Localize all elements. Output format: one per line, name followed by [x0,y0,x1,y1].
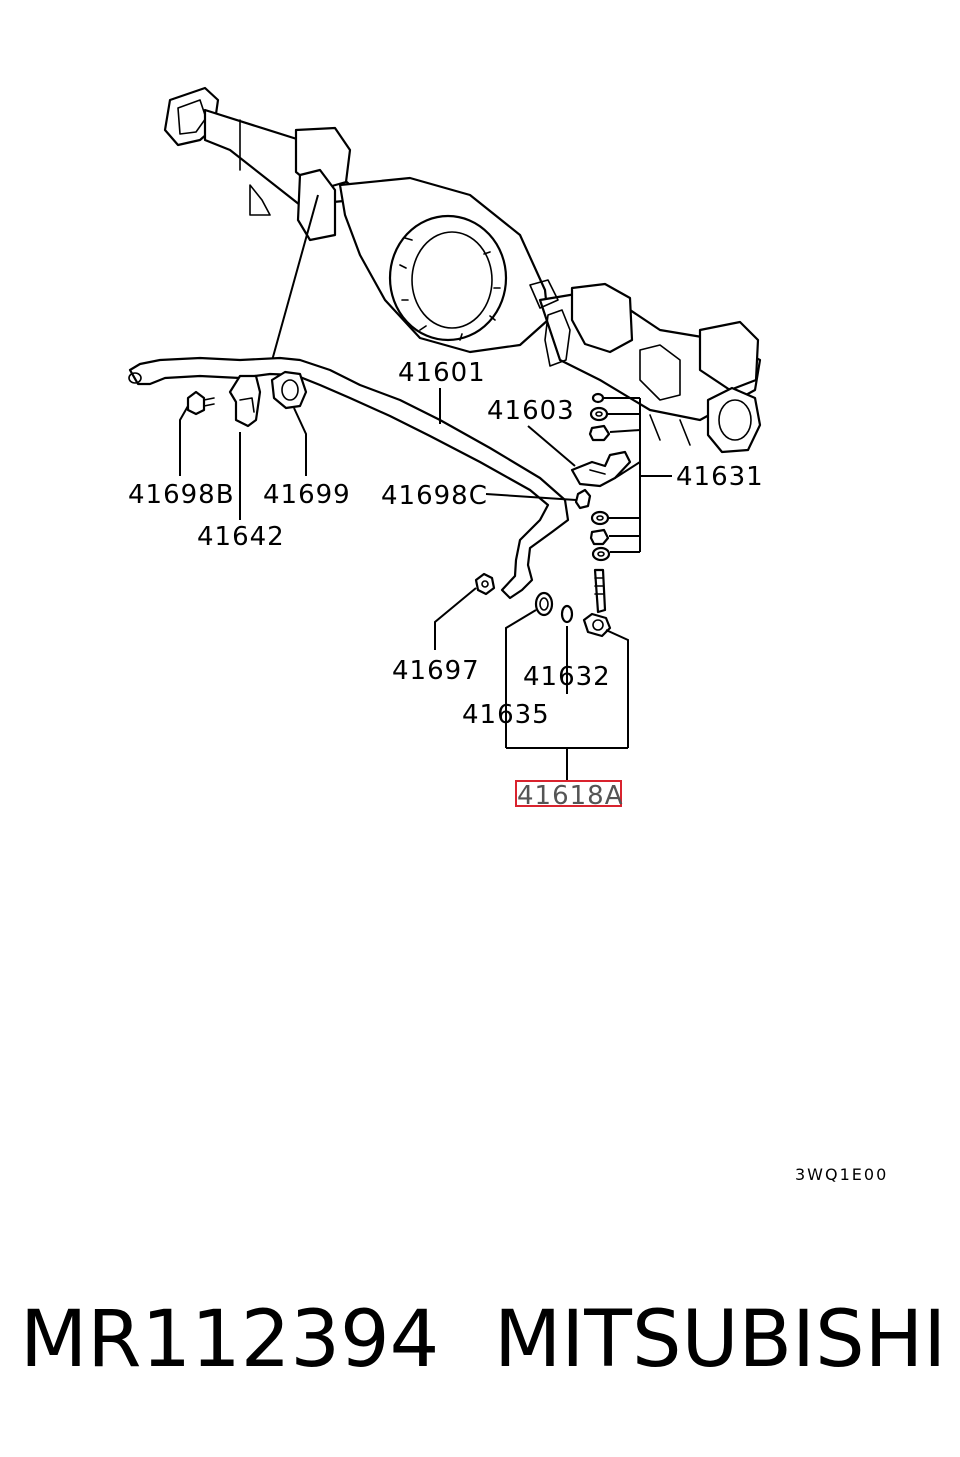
footer-part-number: MR112394 [20,1295,439,1385]
bracket-leader-line [267,194,319,376]
axle-housing-drawing [163,86,762,454]
callout-41697: 41697 [392,656,480,686]
callout-41642: 41642 [197,522,285,552]
nut-41697-drawing [474,572,496,596]
bolt-41698C-drawing [574,488,592,510]
callout-41632: 41632 [523,662,611,692]
bracket-41642-drawing [228,374,262,428]
callout-41603: 41603 [487,396,575,426]
ring-41632-drawing [560,604,574,624]
callout-41631: 41631 [676,462,764,492]
drawing-code: 3WQ1E00 [795,1165,888,1184]
highlight-box [515,780,622,807]
bolt-41698B-drawing [186,390,215,416]
footer-brand: MITSUBISHI [494,1295,946,1385]
leader-lines [179,388,672,780]
link-hardware-41631-drawing [588,392,611,562]
callout-41635: 41635 [462,700,550,730]
seal-41635-drawing [534,591,554,617]
callout-41698B: 41698B [128,480,235,510]
callout-41618A[interactable]: 41618A [517,781,624,811]
callout-41698C: 41698C [381,481,488,511]
callout-41601: 41601 [398,358,486,388]
link-41618A-drawing [582,568,612,638]
bracket-41603-drawing [570,450,632,488]
callout-41699: 41699 [263,480,351,510]
bushing-41699-drawing [270,370,308,410]
